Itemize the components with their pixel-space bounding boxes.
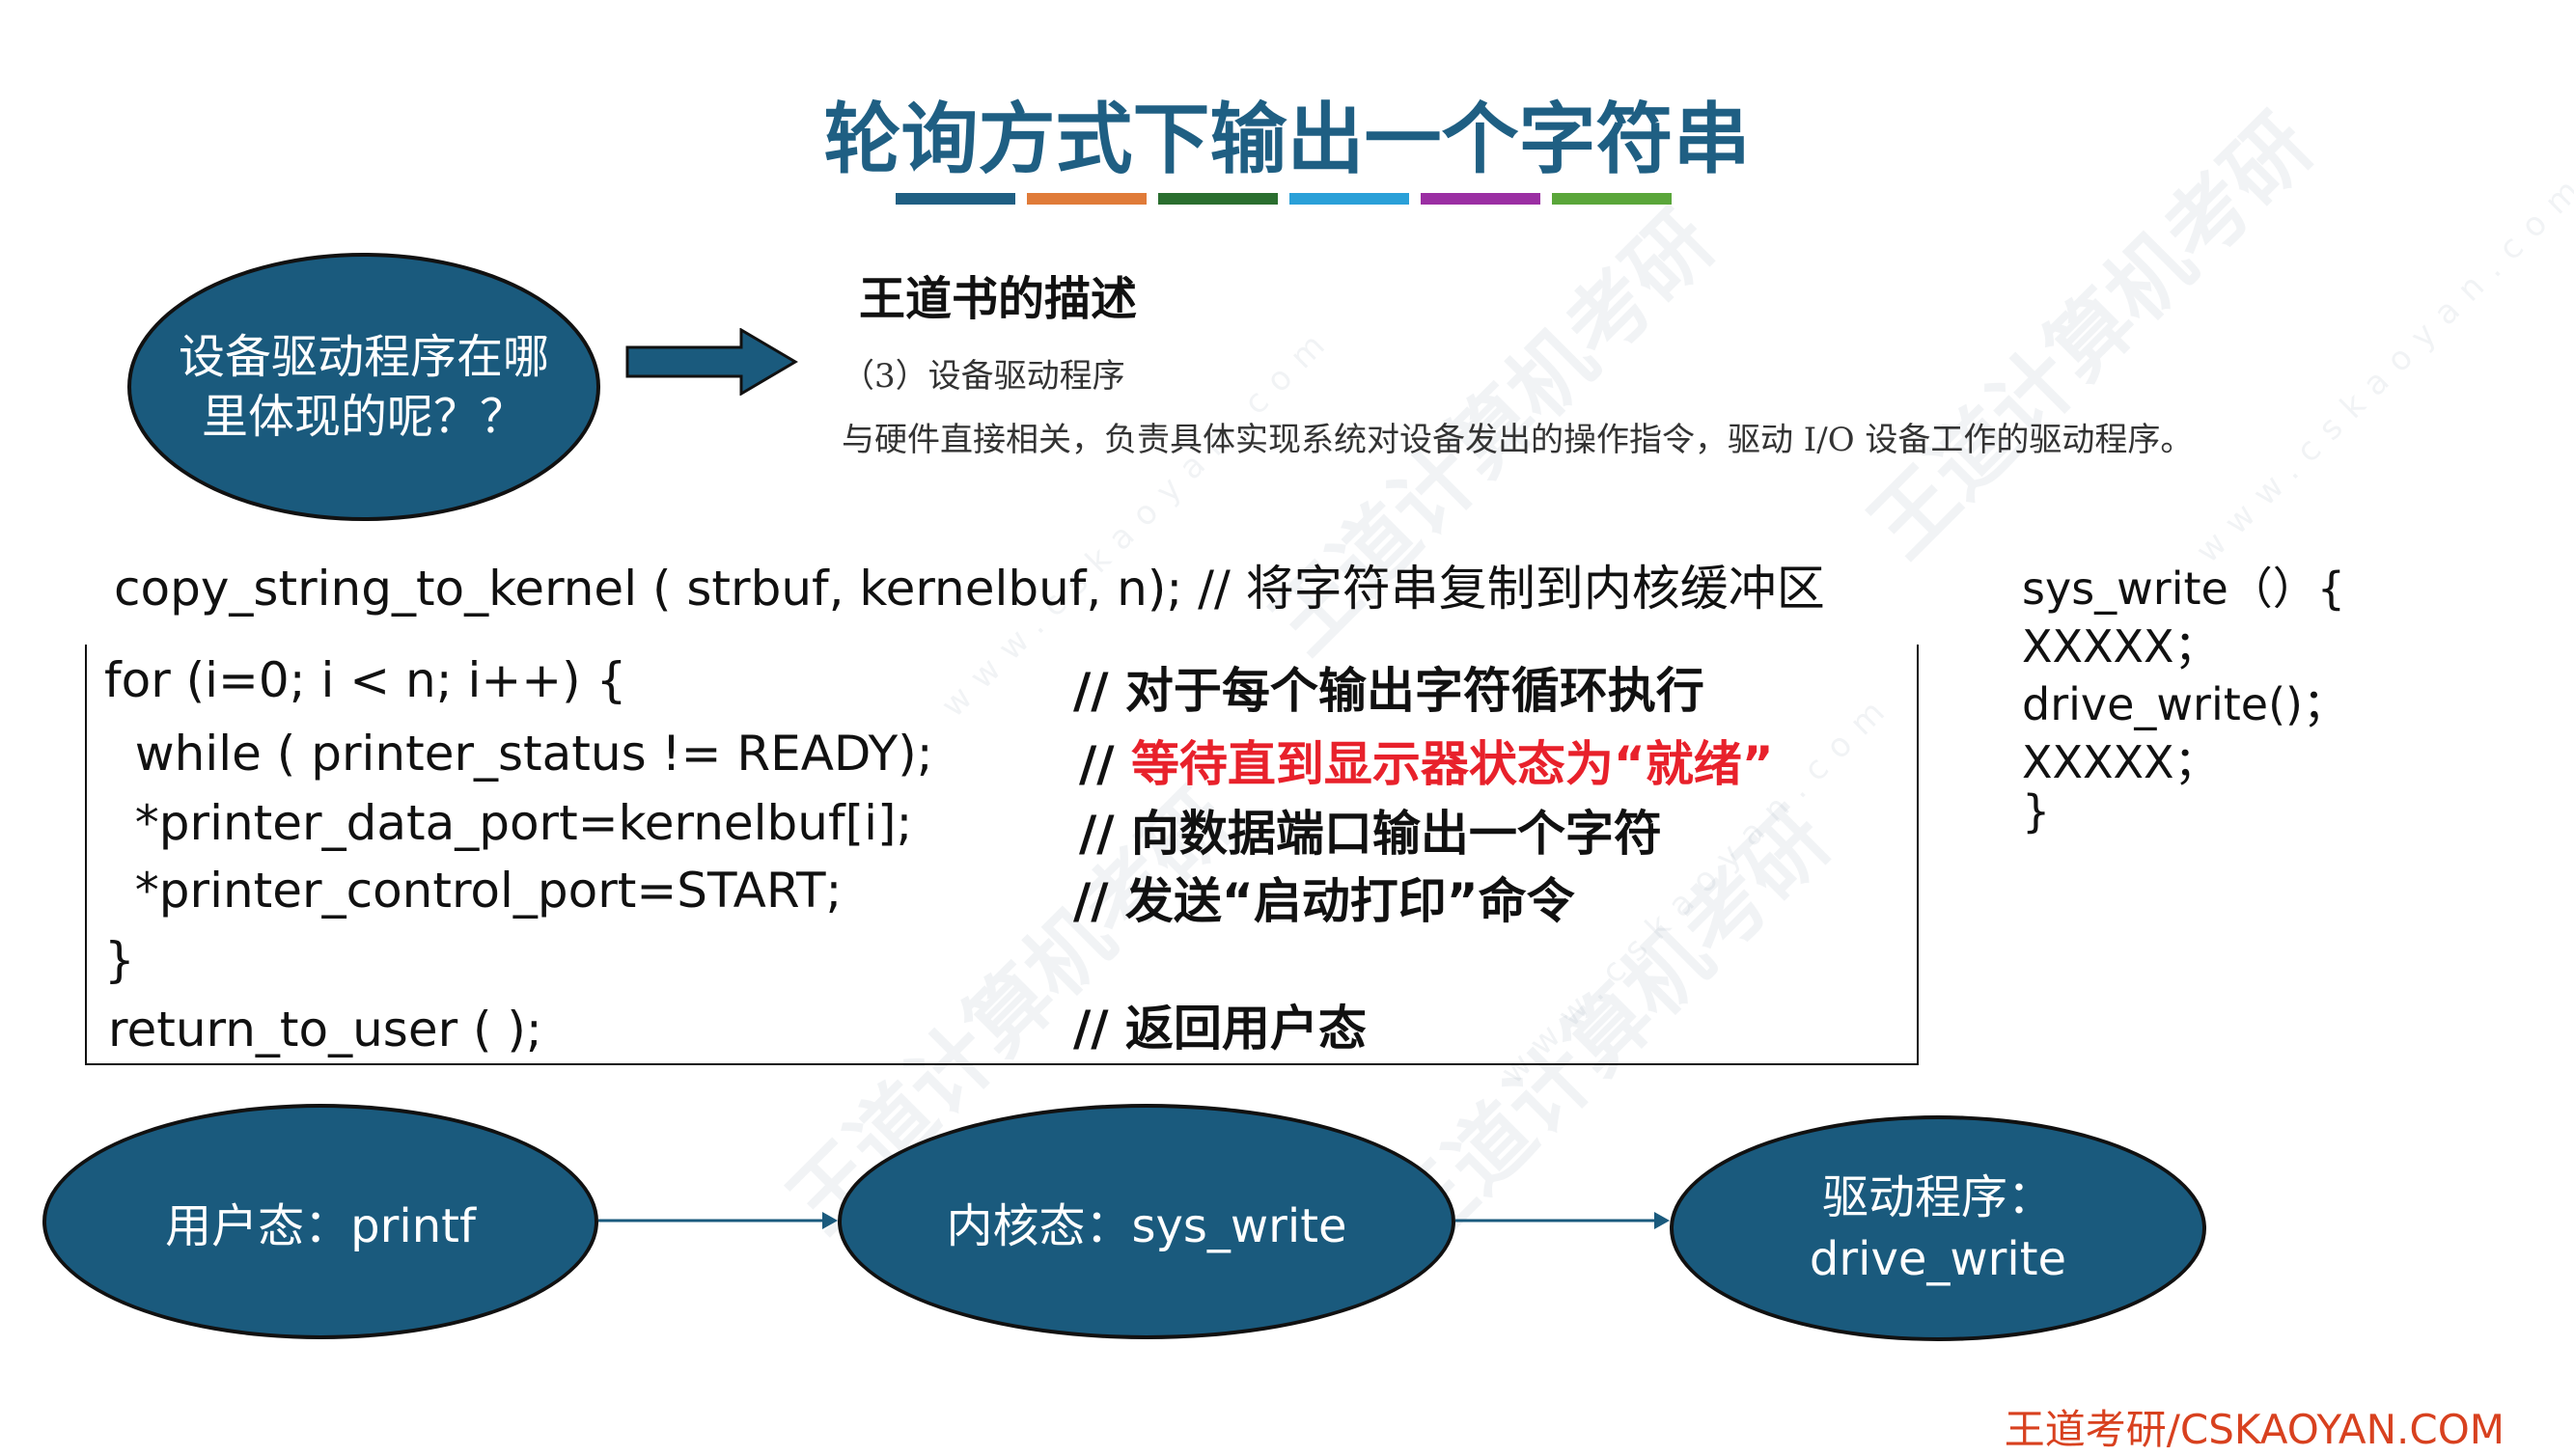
flow-arrow-icon <box>1455 1212 1670 1229</box>
flow-node-user: 用户态：printf <box>42 1104 598 1339</box>
book-heading: 王道书的描述 <box>859 272 1138 326</box>
footer-brand: 王道考研/CSKAOYAN.COM <box>2004 1406 2505 1453</box>
side-code-line: XXXXX； <box>2022 736 2219 788</box>
code-line: *printer_control_port=START; <box>104 863 843 919</box>
side-code-line: XXXXX； <box>2022 620 2219 673</box>
code-line: *printer_data_port=kernelbuf[i]; <box>104 795 913 851</box>
flow-label: 内核态：sys_write <box>946 1199 1347 1253</box>
code-line: } <box>104 932 135 988</box>
flow-label: 驱动程序：drive_write <box>1809 1170 2067 1286</box>
side-code-line: } <box>2022 785 2051 838</box>
comment-prefix: // <box>1079 736 1131 792</box>
title-stripe <box>1158 193 1278 205</box>
question-bubble: 设备驱动程序在哪里体现的呢？？ <box>127 253 600 521</box>
flow-arrow-icon <box>598 1212 838 1229</box>
title-stripe <box>1552 193 1672 205</box>
code-comment: // 对于每个输出字符循环执行 <box>1073 663 1704 719</box>
page-title: 轮询方式下输出一个字符串 <box>823 95 1751 184</box>
title-stripe <box>1027 193 1147 205</box>
flow-label: 用户态：printf <box>165 1199 476 1253</box>
code-line: while ( printer_status != READY); <box>104 726 933 782</box>
comment-highlight: 等待直到显示器状态为“就绪” <box>1130 736 1774 792</box>
side-code-line: sys_write（）{ <box>2022 563 2346 615</box>
code-line: for (i=0; i < n; i++) { <box>104 652 627 708</box>
copy-string-line: copy_string_to_kernel ( strbuf, kernelbu… <box>114 561 1825 617</box>
code-comment: // 返回用户态 <box>1073 1001 1367 1057</box>
title-stripe <box>896 193 1015 205</box>
book-description: 与硬件直接相关，负责具体实现系统对设备发出的操作指令，驱动 I/O 设备工作的驱… <box>842 421 2194 459</box>
flow-node-driver: 驱动程序：drive_write <box>1670 1115 2206 1341</box>
code-comment: // 发送“启动打印”命令 <box>1073 873 1575 929</box>
code-line: return_to_user ( ); <box>108 1002 542 1058</box>
book-subheading: （3）设备驱动程序 <box>842 357 1125 396</box>
question-text: 设备驱动程序在哪里体现的呢？？ <box>178 330 549 444</box>
side-code-line: drive_write()； <box>2022 678 2347 730</box>
title-stripe <box>1421 193 1540 205</box>
watermark-url: www.cskaoyan.com <box>2188 162 2574 571</box>
flow-node-kernel: 内核态：sys_write <box>838 1104 1455 1339</box>
right-arrow-icon <box>625 328 798 396</box>
code-comment: // 等待直到显示器状态为“就绪” <box>1079 726 1774 795</box>
code-box <box>85 645 1919 1065</box>
code-comment: // 向数据端口输出一个字符 <box>1079 806 1662 862</box>
title-stripe <box>1289 193 1409 205</box>
